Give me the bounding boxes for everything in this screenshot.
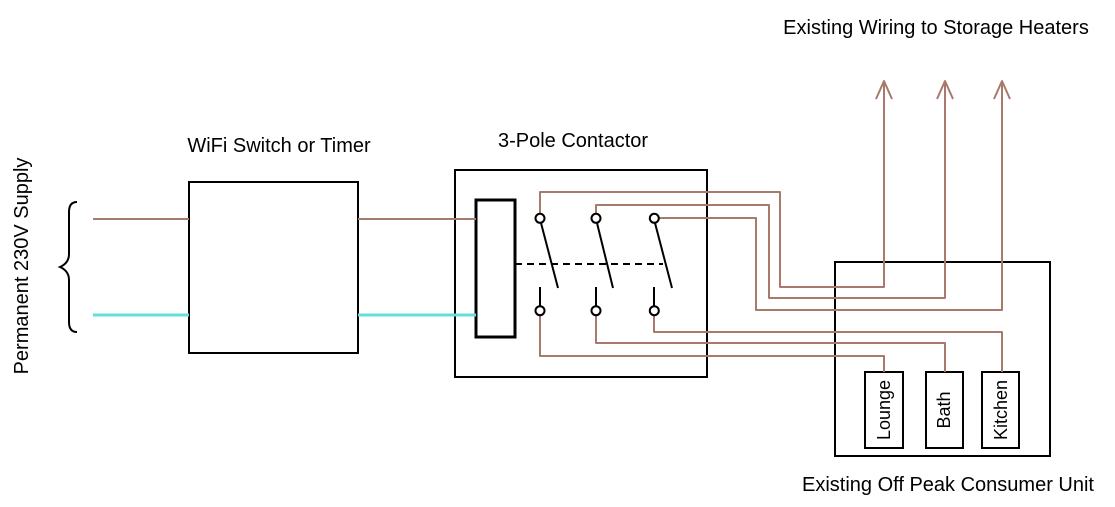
terminal-top-pole2: [590, 212, 602, 224]
contactor-blade-pole1: [540, 222, 559, 289]
terminal-bottom-pole3: [648, 305, 660, 317]
breaker-box-bath: [925, 371, 964, 449]
circuit-label-lounge: Lounge: [874, 379, 894, 441]
contactor-blade-pole3: [654, 222, 673, 289]
arrow-head-heater3-icon: [993, 80, 1011, 100]
contactor-blade-pole2: [596, 222, 614, 289]
live-wire-pole3-to-heater3: [659, 82, 1003, 311]
circuit-label-kitchen: Kitchen: [991, 379, 1011, 441]
wifi-switch-box: [188, 181, 359, 354]
contactor-coil: [474, 198, 517, 339]
live-wire-lounge-to-pole1: [539, 315, 885, 372]
live-wire-pole1-to-heater1: [539, 82, 885, 288]
terminal-top-pole1: [534, 212, 546, 224]
breaker-box-kitchen: [981, 371, 1020, 449]
supply-brace: [57, 201, 78, 333]
contactor-title: 3-Pole Contactor: [497, 130, 649, 152]
circuit-label-bath: Bath: [934, 391, 954, 429]
terminal-bottom-pole2: [590, 305, 602, 317]
arrow-head-heater2-icon: [936, 80, 954, 100]
consumer-unit-title: Existing Off Peak Consumer Unit: [802, 474, 1094, 496]
supply-label: Permanent 230V Supply: [11, 157, 33, 375]
live-wire-kitchen-to-pole3: [653, 315, 1003, 372]
live-wire-bath-to-pole2: [595, 315, 946, 372]
live-wire-pole2-to-heater2: [595, 82, 946, 299]
terminal-top-pole3: [648, 212, 660, 224]
arrow-head-heater1-icon: [875, 80, 893, 100]
terminal-bottom-pole1: [534, 305, 546, 317]
storage-heaters-title: Existing Wiring to Storage Heaters: [783, 17, 1089, 39]
wifi-box-title: WiFi Switch or Timer: [187, 135, 371, 157]
